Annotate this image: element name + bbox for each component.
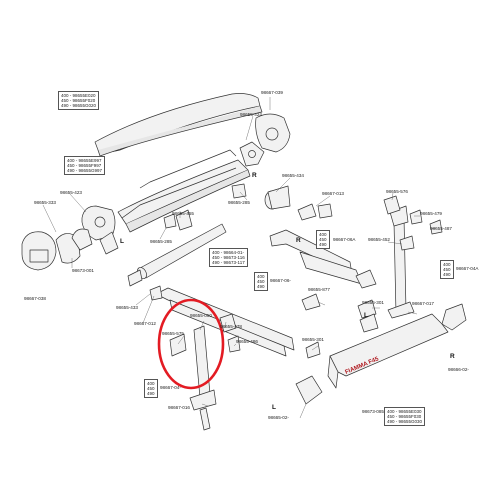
size-table-upper-arm-code: 98667-06A [333, 237, 356, 242]
part-label-98665-02: 98665-02- [268, 415, 289, 420]
part-label-98673-001: 98673-001 [72, 268, 94, 273]
part-label-98655-050: 98655-050 [190, 313, 212, 318]
part-label-98655-285-a: 98655-285 [228, 200, 250, 205]
size-table-leg-right: 400 450 490 [440, 260, 454, 280]
part-label-98655-433: 98655-433 [116, 305, 138, 310]
size-table-top-cover: 400 - 98655E020 450 - 98655F020 490 - 98… [58, 91, 100, 111]
side-marker-l-mid: L [364, 312, 368, 319]
part-label-98667-039: 98667-039 [261, 90, 283, 95]
size-table-lower-arm: 400 450 490 [254, 272, 268, 292]
part-label-98655-486: 98655-486 [236, 339, 258, 344]
size-table-front-profile: 400 - 98655E997 450 - 98655F997 490 - 98… [64, 156, 106, 176]
part-label-98655-285-b: 98655-285 [150, 239, 172, 244]
side-marker-r-upper: R [252, 172, 257, 179]
size-table-roller-tube: 400 - 98664-01- 450 - 98673-116 490 - 98… [209, 248, 248, 268]
size-table-lower-arm-code: 98667-06- [270, 278, 291, 283]
part-label-98655-576: 98655-576 [386, 189, 408, 194]
part-label-98655-424: 98655-424 [240, 112, 262, 117]
part-label-98655-301-b: 98655-301 [302, 337, 324, 342]
part-label-98667-038: 98667-038 [24, 296, 46, 301]
part-label-98655-301-a: 98655-301 [362, 300, 384, 305]
part-label-98667-012: 98667-012 [134, 321, 156, 326]
top-cover-part [94, 93, 261, 153]
part-label-98655-452: 98655-452 [368, 237, 390, 242]
part-label-98666-02: 98666-02- [448, 367, 469, 372]
size-table-leg-right-code: 98667-04A [456, 266, 479, 271]
side-marker-r-right: R [450, 353, 455, 360]
part-label-98655-575: 98655-575 [162, 331, 184, 336]
part-label-98667-016: 98667-016 [168, 405, 190, 410]
part-label-98673-085: 98673-085 [362, 409, 384, 414]
highlight-circle [157, 298, 225, 390]
side-marker-l-lower: L [272, 404, 276, 411]
part-label-98655-333: 98655-333 [34, 200, 56, 205]
part-label-98655-434: 98655-434 [282, 173, 304, 178]
size-table-leg-left: 400 450 490 [144, 379, 158, 399]
part-label-98655-487: 98655-487 [430, 226, 452, 231]
part-label-98655-455: 98655-455 [172, 211, 194, 216]
part-label-98655-479: 98655-479 [420, 211, 442, 216]
side-marker-r-mid: R [296, 237, 301, 244]
size-table-leg-left-code: 98667-04- [160, 385, 181, 390]
size-table-front-rail: 400 - 98655E030 450 - 98655F030 490 - 98… [384, 407, 426, 427]
part-label-98655-423: 98655-423 [60, 190, 82, 195]
part-label-98667-013: 98667-013 [322, 191, 344, 196]
part-label-98655-877: 98655-877 [308, 287, 330, 292]
side-marker-l-upper: L [120, 238, 124, 245]
part-label-98667-017: 98667-017 [412, 301, 434, 306]
front-rail-part [329, 313, 449, 377]
leg-right-part [393, 217, 407, 315]
part-label-98655-478: 98655-478 [220, 324, 242, 329]
size-table-upper-arm: 400 450 490 [316, 230, 330, 250]
